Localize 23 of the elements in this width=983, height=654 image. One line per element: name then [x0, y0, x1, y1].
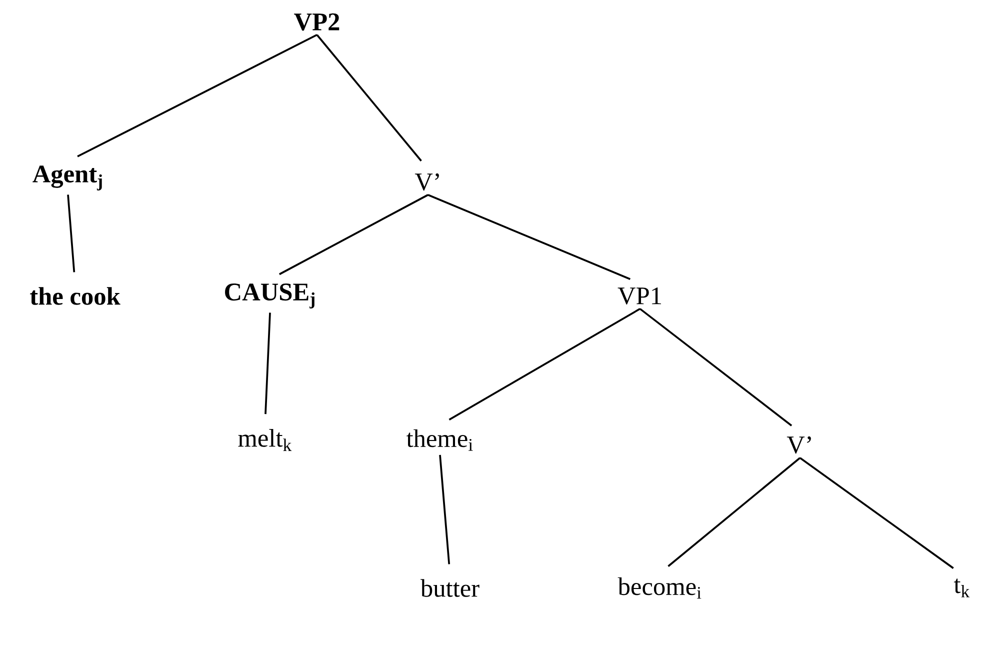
- tree-label: become$_{i}$: [618, 577, 702, 599]
- tree-label: t$_{k}$: [954, 578, 970, 598]
- branch-line: [67, 194, 76, 272]
- branch-line: [316, 34, 422, 162]
- branch-line: [439, 454, 450, 564]
- tree-label: VP1: [618, 287, 661, 305]
- branch-line: [639, 308, 792, 426]
- branch-line: [668, 457, 801, 567]
- branch-line: [278, 194, 428, 276]
- tree-label: V’: [786, 436, 811, 454]
- branch-line: [428, 194, 631, 280]
- tree-label: butter: [420, 579, 480, 597]
- branch-line: [799, 457, 954, 569]
- tree-label: VP2: [294, 13, 340, 31]
- tree-label: CAUSE$_{j}$: [225, 284, 314, 308]
- branch-line: [77, 34, 318, 158]
- tree-label: theme$_{i}$: [406, 429, 473, 451]
- tree-label: Agent$_{j}$: [32, 166, 102, 190]
- tree-label: the cook: [30, 287, 120, 305]
- branch-line: [448, 308, 640, 420]
- branch-line: [264, 312, 271, 414]
- tree-label: melt$_{k}$: [238, 429, 292, 451]
- tree-label: V’: [414, 173, 439, 191]
